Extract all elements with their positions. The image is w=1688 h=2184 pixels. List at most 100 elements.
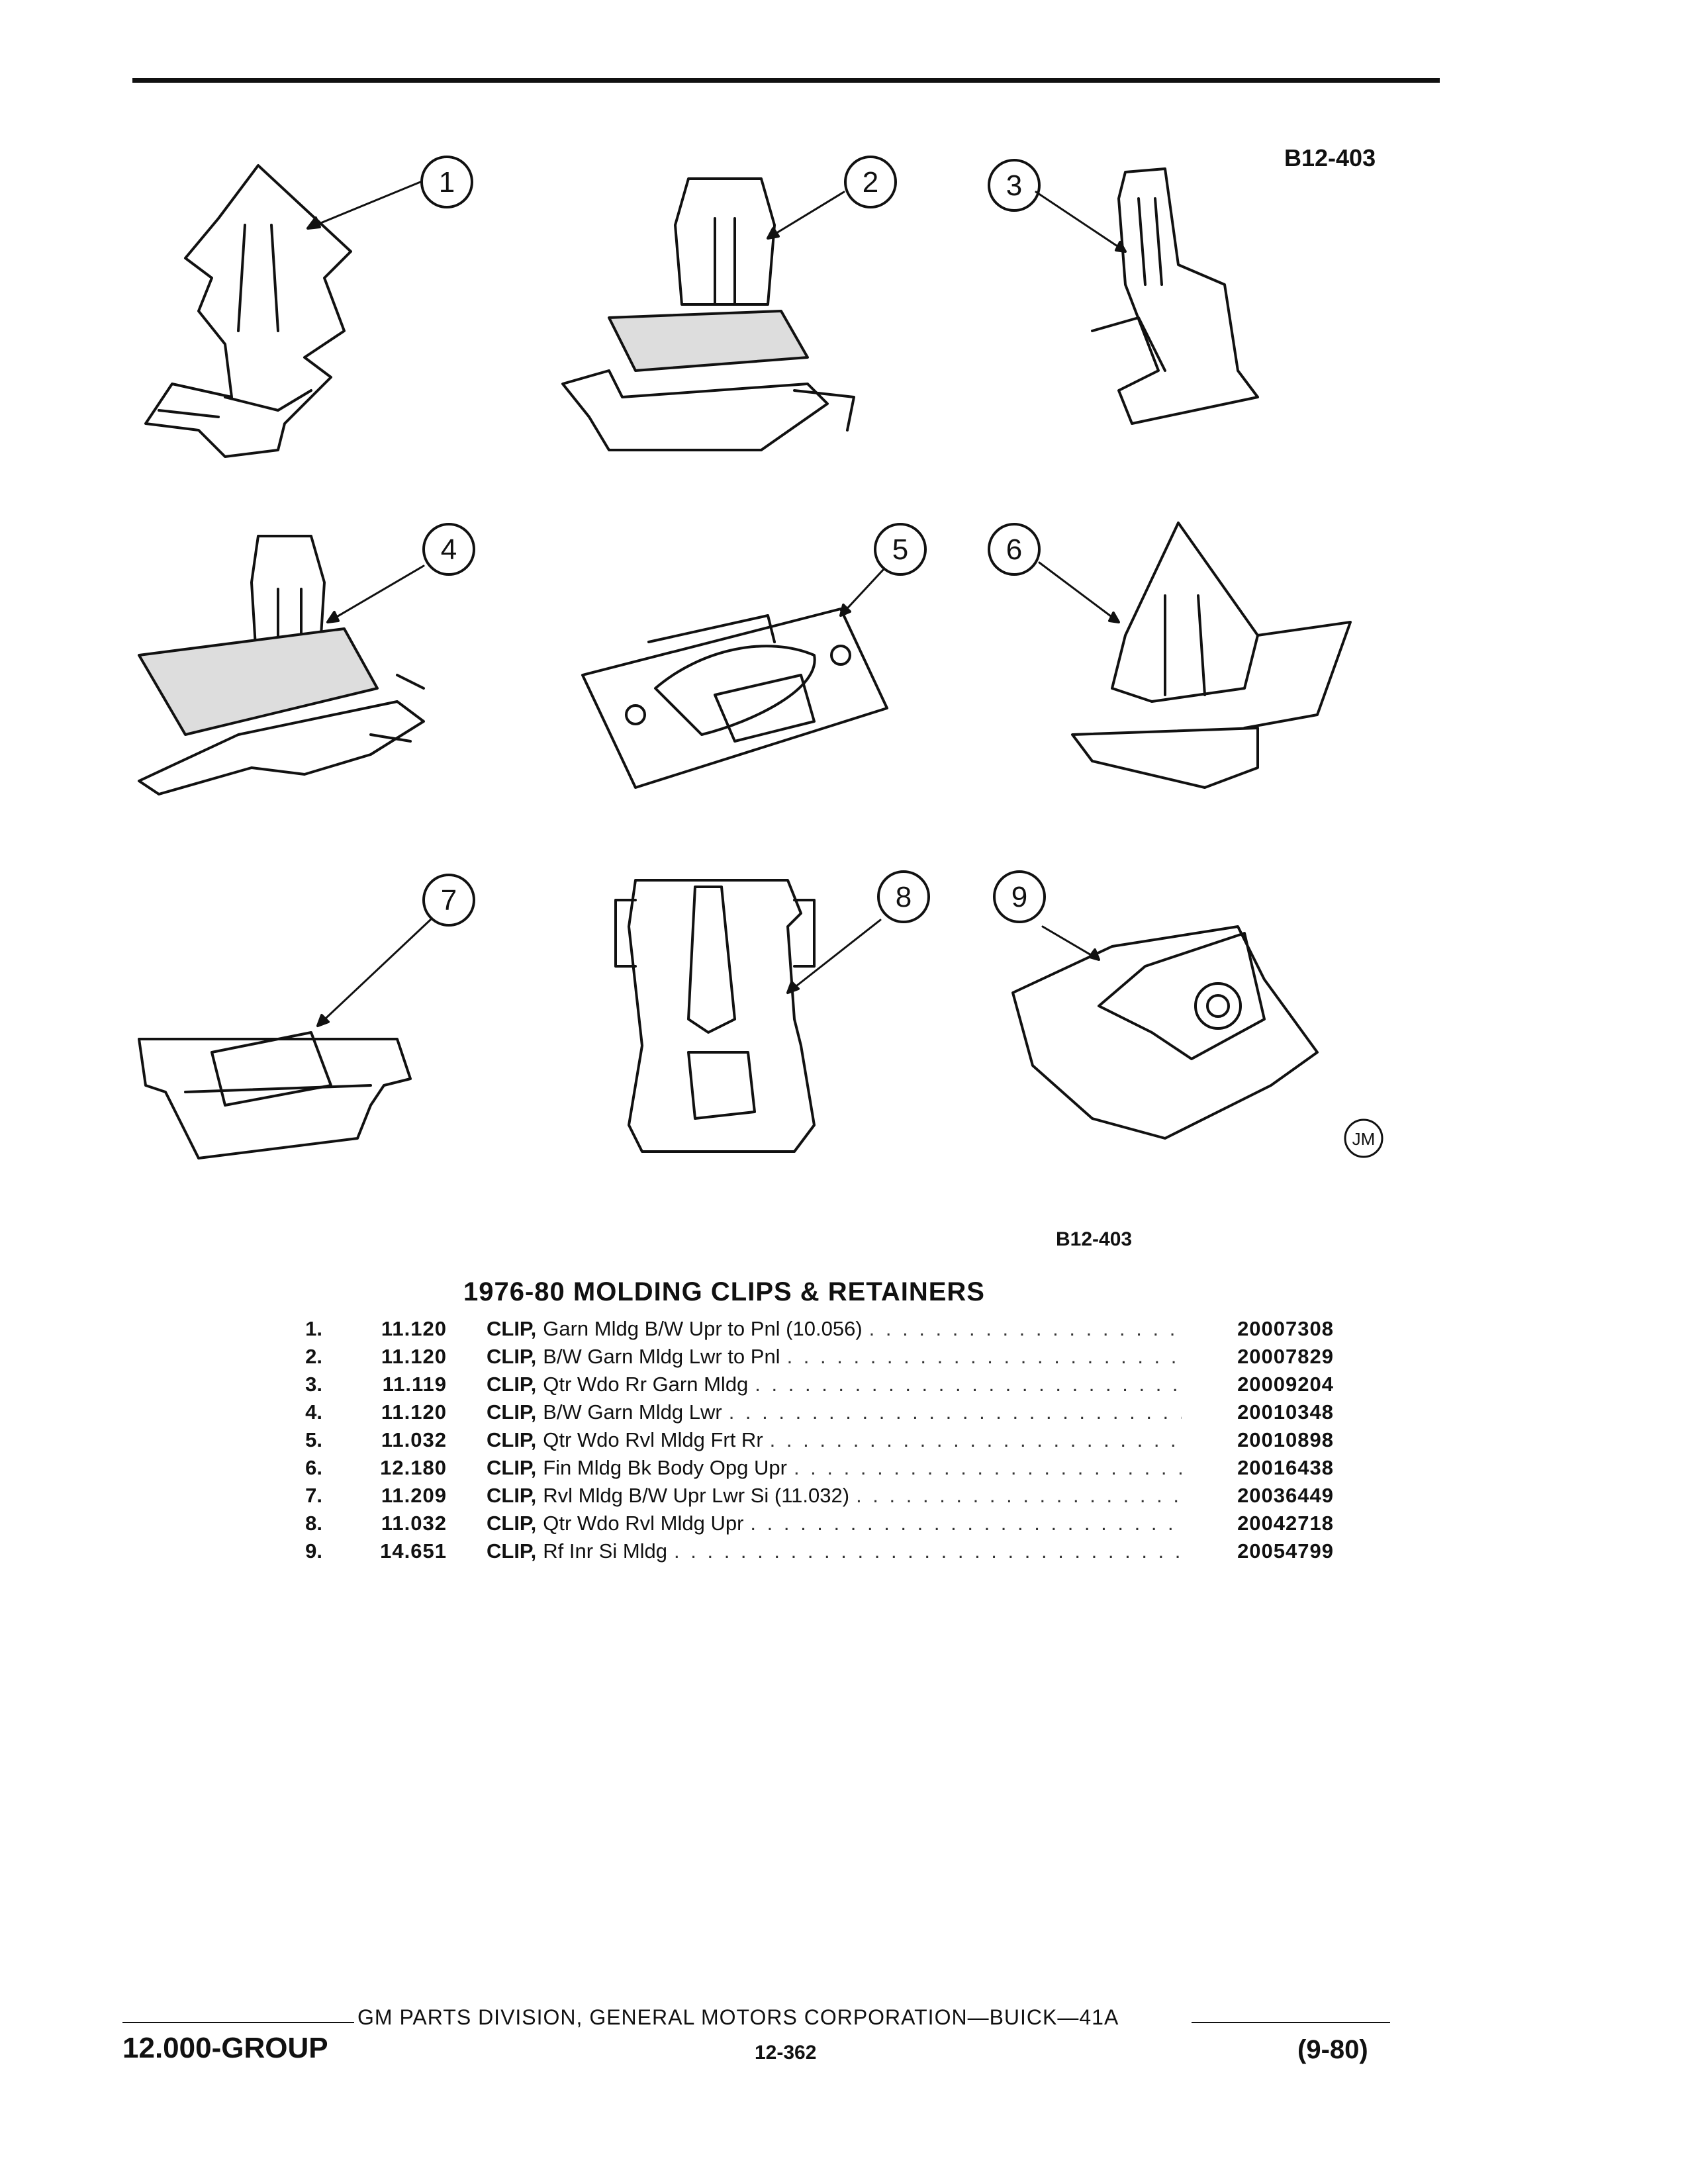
group-number: 11.119 xyxy=(382,1373,447,1396)
item-description: CLIP, Qtr Wdo Rvl Mldg Upr xyxy=(487,1512,1182,1535)
list-item: 4. 11.120 CLIP, B/W Garn Mldg Lwr 200103… xyxy=(281,1400,1334,1428)
item-desc-text: B/W Garn Mldg Lwr xyxy=(543,1400,722,1424)
callout-label-1: 1 xyxy=(439,166,455,199)
callout-label-4: 4 xyxy=(441,533,457,566)
page-number: 12-362 xyxy=(755,2042,817,2064)
part-number: 20016438 xyxy=(1237,1456,1334,1479)
callout-6 xyxy=(988,523,1041,576)
part-number: 20009204 xyxy=(1237,1373,1334,1396)
item-number: 5. xyxy=(305,1428,322,1451)
item-desc-text: Qtr Wdo Rvl Mldg Upr xyxy=(543,1512,744,1535)
clip-5-drawing xyxy=(581,568,888,789)
item-noun: CLIP, xyxy=(487,1484,537,1507)
dot-leader xyxy=(794,1456,1182,1480)
item-description: CLIP, Rf Inr Si Mldg xyxy=(487,1539,1182,1563)
callout-label-6: 6 xyxy=(1006,533,1022,566)
artist-mark: JM xyxy=(1352,1129,1376,1149)
callout-circles xyxy=(420,156,1383,1158)
callout-3 xyxy=(988,159,1041,212)
item-number: 3. xyxy=(305,1373,322,1396)
item-description: CLIP, B/W Garn Mldg Lwr xyxy=(487,1400,1182,1424)
item-number: 7. xyxy=(305,1484,322,1507)
item-noun: CLIP, xyxy=(487,1428,537,1451)
item-noun: CLIP, xyxy=(487,1512,537,1535)
parts-illustration: 1 2 3 4 5 6 7 8 9 JM xyxy=(138,156,1383,1160)
item-number: 9. xyxy=(305,1539,322,1563)
item-desc-text: Qtr Wdo Rr Garn Mldg xyxy=(543,1373,749,1396)
callout-label-5: 5 xyxy=(892,533,908,566)
group-number: 12.180 xyxy=(380,1456,447,1479)
item-number: 2. xyxy=(305,1345,322,1368)
footer-rule-right xyxy=(1192,2022,1390,2023)
group-number: 14.651 xyxy=(380,1539,447,1563)
group-number: 11.120 xyxy=(381,1400,447,1424)
list-item: 7. 11.209 CLIP, Rvl Mldg B/W Upr Lwr Si … xyxy=(281,1484,1334,1512)
item-desc-text: Fin Mldg Bk Body Opg Upr xyxy=(543,1456,787,1479)
dot-leader xyxy=(674,1539,1182,1563)
item-desc-text: Rf Inr Si Mldg xyxy=(543,1539,668,1563)
dot-leader xyxy=(729,1400,1182,1424)
item-noun: CLIP, xyxy=(487,1345,537,1368)
item-noun: CLIP, xyxy=(487,1317,537,1340)
callout-label-7: 7 xyxy=(441,884,457,917)
clip-3-drawing xyxy=(1035,167,1259,425)
dot-leader xyxy=(755,1373,1182,1396)
callout-9 xyxy=(993,870,1046,923)
parts-list: 1. 11.120 CLIP, Garn Mldg B/W Upr to Pnl… xyxy=(281,1317,1334,1567)
clip-4-drawing xyxy=(138,535,425,796)
list-item: 3. 11.119 CLIP, Qtr Wdo Rr Garn Mldg 200… xyxy=(281,1373,1334,1400)
group-number: 11.209 xyxy=(381,1484,447,1507)
callout-5 xyxy=(874,523,927,576)
part-number: 20010898 xyxy=(1237,1428,1334,1451)
figure-code-top: B12-403 xyxy=(1284,144,1376,171)
part-number: 20007308 xyxy=(1237,1317,1334,1340)
artist-mark-circle xyxy=(1344,1118,1383,1158)
callout-7 xyxy=(422,874,475,927)
item-number: 8. xyxy=(305,1512,322,1535)
group-number: 11.032 xyxy=(381,1512,447,1535)
group-number: 11.120 xyxy=(381,1345,447,1368)
item-description: CLIP, Fin Mldg Bk Body Opg Upr xyxy=(487,1456,1182,1480)
item-noun: CLIP, xyxy=(487,1400,537,1424)
clip-8-drawing xyxy=(614,879,882,1153)
callout-8 xyxy=(877,870,930,923)
dot-leader xyxy=(787,1345,1182,1369)
group-number: 11.032 xyxy=(381,1428,447,1451)
part-number: 20007829 xyxy=(1237,1345,1334,1368)
item-desc-text: B/W Garn Mldg Lwr to Pnl xyxy=(543,1345,780,1368)
clip-2-drawing xyxy=(561,177,855,451)
part-number: 20042718 xyxy=(1237,1512,1334,1535)
clip-6-drawing xyxy=(1038,522,1352,789)
callout-label-2: 2 xyxy=(863,166,878,199)
list-item: 8. 11.032 CLIP, Qtr Wdo Rvl Mldg Upr 200… xyxy=(281,1512,1334,1539)
item-noun: CLIP, xyxy=(487,1456,537,1479)
list-item: 6. 12.180 CLIP, Fin Mldg Bk Body Opg Upr… xyxy=(281,1456,1334,1484)
callout-2 xyxy=(844,156,897,208)
item-noun: CLIP, xyxy=(487,1373,537,1396)
callout-label-3: 3 xyxy=(1006,169,1022,202)
part-number: 20010348 xyxy=(1237,1400,1334,1424)
clip-9-drawing xyxy=(1011,925,1319,1140)
item-noun: CLIP, xyxy=(487,1539,537,1563)
clip-7-drawing xyxy=(138,919,432,1160)
dot-leader xyxy=(869,1317,1182,1341)
item-description: CLIP, Garn Mldg B/W Upr to Pnl (10.056) xyxy=(487,1317,1182,1341)
item-description: CLIP, B/W Garn Mldg Lwr to Pnl xyxy=(487,1345,1182,1369)
item-description: CLIP, Rvl Mldg B/W Upr Lwr Si (11.032) xyxy=(487,1484,1182,1508)
dot-leader xyxy=(750,1512,1182,1535)
part-number: 20036449 xyxy=(1237,1484,1334,1507)
item-desc-text: Garn Mldg B/W Upr to Pnl (10.056) xyxy=(543,1317,863,1340)
group-number: 11.120 xyxy=(381,1317,447,1340)
item-number: 1. xyxy=(305,1317,322,1340)
dot-leader xyxy=(770,1428,1182,1452)
revision-date: (9-80) xyxy=(1297,2035,1368,2064)
callout-label-9: 9 xyxy=(1011,881,1027,913)
footer-publisher: GM PARTS DIVISION, GENERAL MOTORS CORPOR… xyxy=(357,2005,1119,2029)
list-item: 5. 11.032 CLIP, Qtr Wdo Rvl Mldg Frt Rr … xyxy=(281,1428,1334,1456)
section-title: 1976-80 MOLDING CLIPS & RETAINERS xyxy=(463,1277,985,1306)
top-rule xyxy=(132,78,1440,83)
item-description: CLIP, Qtr Wdo Rr Garn Mldg xyxy=(487,1373,1182,1396)
item-number: 6. xyxy=(305,1456,322,1479)
dot-leader xyxy=(856,1484,1182,1508)
footer-rule-left xyxy=(122,2022,354,2023)
